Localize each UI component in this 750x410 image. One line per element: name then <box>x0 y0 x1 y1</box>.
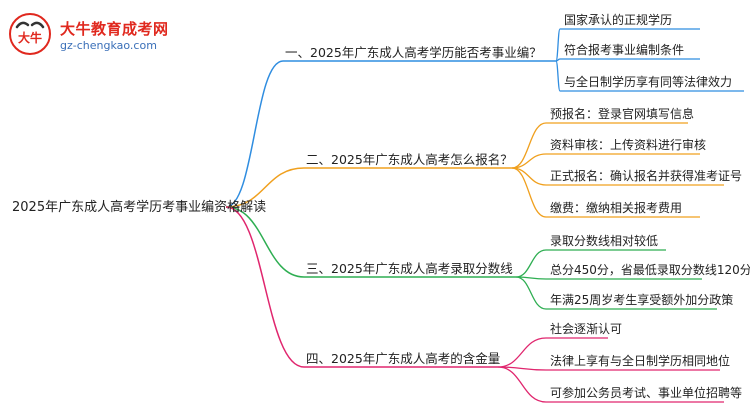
branch-leaf-connector <box>511 167 547 218</box>
root-branch-connector <box>225 206 305 368</box>
leaf-node: 社会逐渐认可 <box>550 321 622 336</box>
branch-leaf-connector <box>497 366 547 403</box>
root-node: 2025年广东成人高考学历考事业编资格解读 <box>12 199 266 215</box>
branch-node: 四、2025年广东成人高考的含金量 <box>306 351 500 366</box>
bull-logo-icon: 大牛 <box>9 13 51 55</box>
leaf-node: 符合报考事业编制条件 <box>564 42 684 57</box>
leaf-node: 录取分数线相对较低 <box>550 233 658 248</box>
branch-node: 二、2025年广东成人高考怎么报名？ <box>306 152 513 167</box>
leaf-node: 缴费：缴纳相关报考费用 <box>550 200 682 215</box>
branch-leaf-connector <box>511 122 547 169</box>
leaf-node: 预报名：登录官网填写信息 <box>550 106 694 121</box>
leaf-node: 与全日制学历享有同等法律效力 <box>564 74 732 89</box>
site-logo[interactable]: 大牛 大牛教育成考网 gz-chengkao.com <box>8 12 198 56</box>
leaf-node: 资料审核：上传资料进行审核 <box>550 137 706 152</box>
branch-leaf-connector <box>511 167 547 186</box>
branch-leaf-connector <box>555 28 561 62</box>
root-branch-connector <box>225 167 305 208</box>
branch-node: 一、2025年广东成人高考学历能否考事业编？ <box>285 45 542 60</box>
connector-layer <box>225 28 744 403</box>
branch-leaf-connector <box>497 337 547 368</box>
leaf-node: 正式报名：确认报名并获得准考证号 <box>550 168 742 183</box>
leaf-node: 国家承认的正规学历 <box>564 12 672 27</box>
node-layer: 2025年广东成人高考学历考事业编资格解读 一、2025年广东成人高考学历能否考事… <box>12 12 750 400</box>
leaf-node: 法律上享有与全日制学历相同地位 <box>550 353 730 368</box>
root-branch-connector <box>225 60 284 208</box>
branch-leaf-connector <box>515 249 547 278</box>
leaf-node: 可参加公务员考试、事业单位招聘等 <box>550 385 742 400</box>
branch-leaf-connector <box>515 276 547 310</box>
logo-mark-text: 大牛 <box>18 30 42 45</box>
leaf-node: 年满25周岁考生享受额外加分政策 <box>550 292 733 307</box>
logo-url: gz-chengkao.com <box>60 39 157 52</box>
leaf-node: 总分450分，省最低录取分数线120分 <box>550 262 750 277</box>
branch-leaf-connector <box>511 153 547 169</box>
root-branch-connector <box>225 206 305 278</box>
branch-leaf-connector <box>555 60 561 92</box>
logo-name: 大牛教育成考网 <box>60 20 169 38</box>
branch-node: 三、2025年广东成人高考录取分数线 <box>306 261 513 276</box>
